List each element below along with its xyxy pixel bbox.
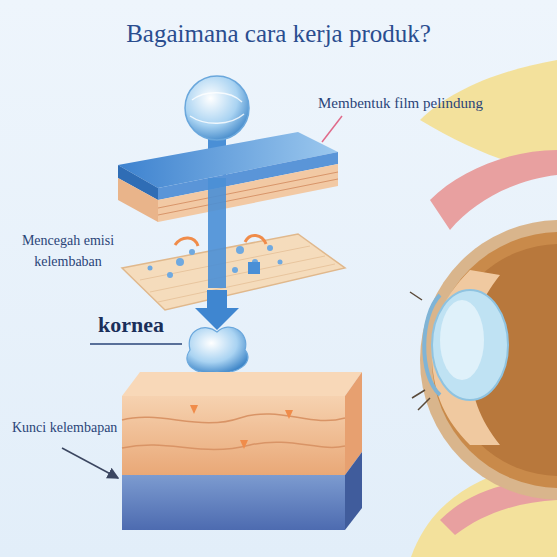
callout-label: Kunci kelembapan	[12, 420, 117, 436]
callout-label: Membentuk film pelindung	[318, 95, 483, 112]
callout-label: Mencegah emisi kelembaban	[8, 230, 128, 272]
layer-label: kornea	[98, 312, 164, 338]
diagram-title: Bagaimana cara kerja produk?	[0, 20, 557, 48]
